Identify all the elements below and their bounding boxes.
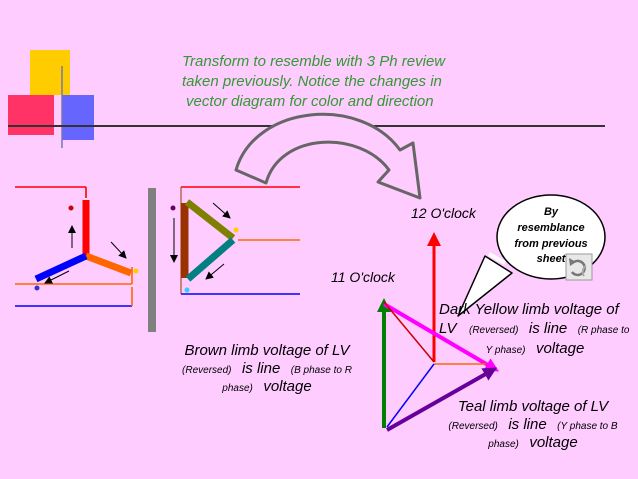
blue-thin-line — [386, 363, 435, 428]
dark-yellow-polarity-dot — [233, 227, 239, 233]
brown-limb-caption: Brown limb voltage of LV (Reversed) is l… — [182, 342, 352, 395]
dark-yellow-caption-line-2: LV (Reversed) is line (R phase to — [439, 320, 630, 337]
teal-caption-reversed: (Reversed) — [448, 421, 497, 432]
twelve-oclock-label: 12 O'clock — [411, 205, 477, 221]
dark-yellow-caption-reversed: (Reversed) — [469, 325, 518, 336]
teal-limb-caption: Teal limb voltage of LV (Reversed) is li… — [448, 398, 617, 451]
brown-caption-line-3: phase) voltage — [221, 378, 311, 395]
callout-bubble — [457, 194, 606, 317]
brown-caption-voltage: voltage — [263, 378, 311, 395]
dark-yellow-caption-line-1: Dark Yellow limb voltage of — [439, 301, 621, 318]
brown-caption-line-2: (Reversed) is line (B phase to R — [182, 360, 352, 377]
dark-yellow-limb — [184, 199, 236, 241]
teal-caption-voltage: voltage — [529, 434, 577, 451]
callout-tail — [457, 255, 513, 317]
title-line-3: vector diagram for color and direction — [186, 93, 434, 110]
teal-caption-line-3: phase) voltage — [487, 434, 577, 451]
title-line-1: Transform to resemble with 3 Ph review — [182, 53, 446, 70]
teal-caption-phase: phase) — [487, 439, 519, 450]
teal-polarity-dot — [184, 287, 190, 293]
teal-caption-is-line: is line — [508, 416, 546, 433]
refresh-icon — [565, 253, 593, 281]
brown-caption-phase-range: (B phase to R — [291, 365, 352, 376]
curved-transform-arrow — [234, 112, 422, 200]
dark-yellow-caption-line-3: Y phase) voltage — [486, 340, 585, 357]
dark-yellow-caption-is-line: is line — [529, 320, 567, 337]
brown-polarity-dot — [170, 205, 176, 211]
teal-caption-phase-range: (Y phase to B — [557, 421, 618, 432]
star-diagram — [15, 186, 139, 307]
brown-caption-line-1: Brown limb voltage of LV — [184, 342, 351, 359]
purple-vector — [386, 367, 498, 432]
brown-caption-is-line: is line — [242, 360, 280, 377]
deco-red-block — [8, 95, 54, 135]
blue-limb — [34, 252, 88, 283]
title-line-2: taken previously. Notice the changes in — [182, 73, 442, 90]
callout-line-3: from previous — [514, 238, 587, 250]
dark-yellow-direction-arrow — [212, 202, 231, 219]
magenta-vector — [382, 302, 500, 372]
dark-yellow-caption-lv: LV — [439, 320, 459, 337]
eleven-oclock-label: 11 O'clock — [331, 269, 396, 285]
teal-limb — [185, 237, 236, 282]
brown-caption-reversed: (Reversed) — [182, 365, 231, 376]
dark-yellow-caption-phase-range: (R phase to — [578, 325, 630, 336]
dark-yellow-limb-caption: Dark Yellow limb voltage of LV (Reversed… — [439, 301, 630, 357]
blue-direction-arrow — [44, 270, 70, 284]
callout-line-2: resemblance — [517, 222, 584, 234]
delta-diagram — [170, 186, 300, 295]
teal-direction-arrow — [205, 263, 225, 280]
callout-line-4: sheet — [537, 253, 567, 265]
callout-line-1: By — [544, 206, 559, 218]
orange-direction-arrow — [110, 241, 127, 259]
teal-caption-line-1: Teal limb voltage of LV — [458, 398, 610, 415]
orange-polarity-dot — [133, 268, 139, 274]
red-thin-line — [383, 301, 435, 363]
dark-yellow-caption-phase: Y phase) — [486, 345, 526, 356]
orange-limb — [84, 252, 133, 277]
teal-caption-line-2: (Reversed) is line (Y phase to B — [448, 416, 617, 433]
deco-yellow-block — [30, 50, 70, 95]
red-polarity-dot — [68, 205, 74, 211]
deco-blue-block — [62, 95, 94, 140]
dark-yellow-caption-voltage: voltage — [536, 340, 584, 357]
decorative-blocks — [8, 50, 605, 148]
brown-caption-phase: phase) — [221, 383, 253, 394]
phasor-diagram — [377, 232, 500, 432]
blue-polarity-dot — [34, 285, 40, 291]
